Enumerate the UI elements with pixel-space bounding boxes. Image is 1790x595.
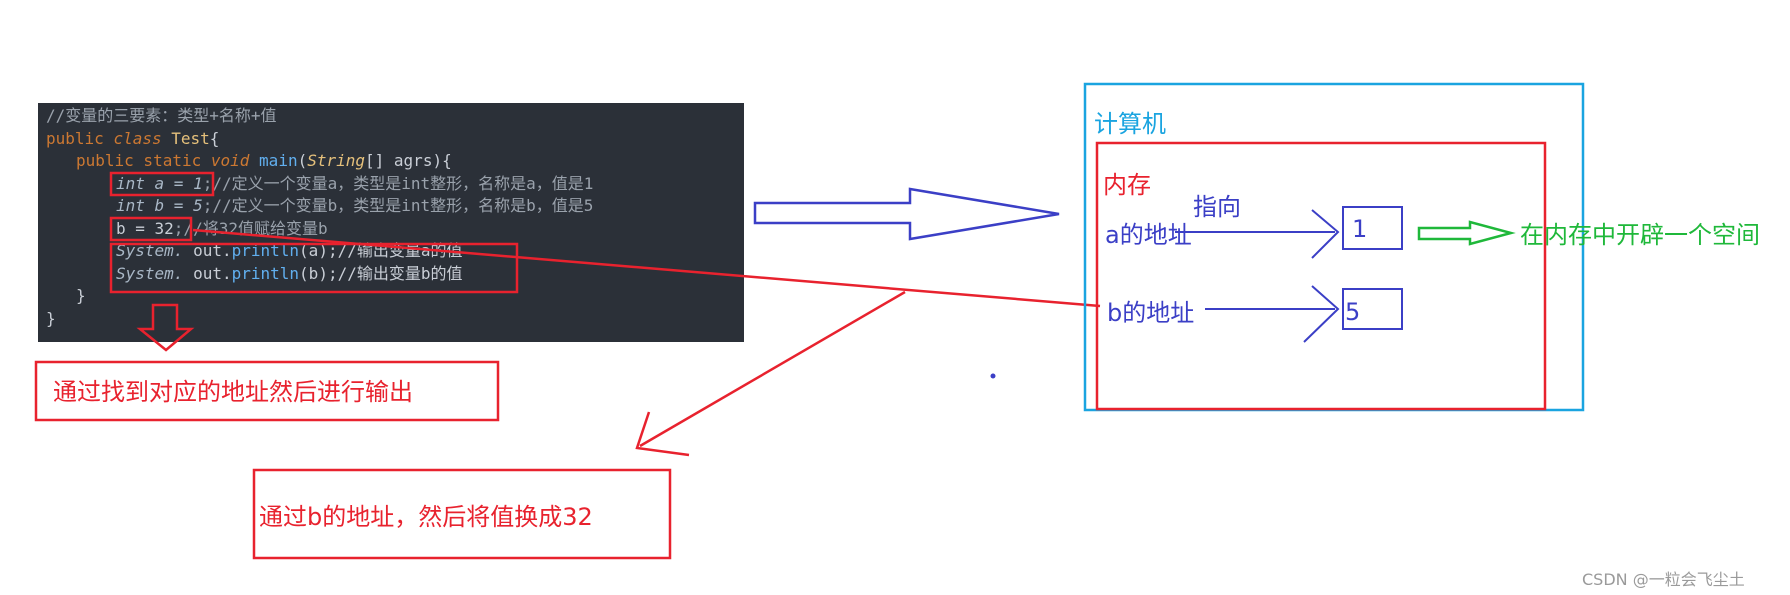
code-line-2: public class Test{	[46, 128, 219, 151]
value-a-text: 1	[1352, 215, 1368, 243]
assign-note-text: 通过b的地址，然后将值换成32	[259, 503, 593, 531]
watermark: CSDN @一粒会飞尘土	[1582, 570, 1745, 589]
code-line-4: int a = 1;//定义一个变量a，类型是int整形，名称是a，值是1	[116, 173, 593, 196]
right-arrow-icon	[753, 187, 1060, 241]
code-line-3: public static void main(String[] agrs){	[76, 151, 452, 170]
address-b-label: b的地址	[1107, 299, 1195, 327]
code-class-name: Test	[171, 129, 210, 148]
arrowhead-icon	[635, 411, 690, 457]
code-line-6: b = 32;//将32值赋给变量b	[116, 218, 328, 241]
pointer-a-head-icon	[1311, 209, 1340, 259]
code-line-10: }	[46, 308, 56, 331]
code-line-1: //变量的三要素：类型+名称+值	[46, 105, 277, 128]
code-comment: ;//定义一个变量b，类型是int整形，名称是b，值是5	[202, 196, 594, 215]
code-class-ref: System.	[116, 264, 184, 283]
output-note-text: 通过找到对应的地址然后进行输出	[53, 378, 413, 406]
pointer-line	[639, 290, 906, 448]
assign-note-box	[252, 468, 672, 560]
value-a-cell	[1342, 206, 1403, 250]
highlight-int-a	[109, 171, 215, 197]
code-line-9: }	[76, 285, 86, 308]
code-keyword: class	[113, 129, 162, 148]
memory-label: 内存	[1103, 171, 1151, 199]
green-arrow-icon	[1417, 220, 1516, 246]
code-line-7: System. out.println(a);//输出变量a的值	[116, 240, 462, 263]
code-statement: b = 32	[116, 219, 174, 238]
code-keyword: void	[210, 151, 250, 170]
code-statement: int b = 5	[116, 196, 203, 215]
code-comment: ;//定义一个变量a，类型是int整形，名称是a，值是1	[202, 174, 594, 193]
code-brace: {	[209, 129, 220, 148]
code-brace: }	[46, 309, 56, 328]
code-args: (b);//输出变量b的值	[299, 264, 463, 283]
code-line-5: int b = 5;//定义一个变量b，类型是int整形，名称是b，值是5	[116, 195, 593, 218]
highlight-b-assign	[109, 216, 193, 242]
code-line-8: System. out.println(b);//输出变量b的值	[116, 263, 462, 286]
pointer-b-head-icon	[1303, 285, 1340, 343]
value-b-text: 5	[1345, 298, 1361, 326]
code-method-name: println	[231, 264, 300, 283]
code-field: out.	[183, 241, 232, 260]
code-method-name: println	[231, 241, 300, 260]
code-comment: //变量的三要素：类型+名称+值	[46, 106, 277, 125]
dot-mark	[990, 373, 996, 379]
code-brace: }	[76, 286, 86, 305]
code-class-ref: System.	[116, 241, 184, 260]
code-keyword: public static	[76, 151, 202, 170]
code-type: String	[307, 151, 366, 170]
computer-label: 计算机	[1094, 110, 1166, 138]
code-comment: ;//将32值赋给变量b	[173, 219, 328, 238]
code-args: [] agrs){	[365, 151, 452, 170]
memory-space-note: 在内存中开辟一个空间	[1520, 221, 1760, 249]
link-line-to-b-address	[192, 228, 1101, 308]
address-a-label: a的地址	[1105, 221, 1192, 249]
code-args: (a);//输出变量a的值	[299, 241, 463, 260]
code-field: out.	[183, 264, 232, 283]
code-method-name: main	[259, 151, 298, 170]
down-arrow-icon	[136, 303, 195, 352]
code-keyword: public	[46, 129, 104, 148]
memory-box	[1095, 141, 1547, 411]
points-to-label: 指向	[1193, 193, 1241, 221]
code-statement: int a = 1	[116, 174, 203, 193]
output-note-box	[34, 360, 500, 422]
code-panel: //变量的三要素：类型+名称+值 public class Test{ publ…	[38, 103, 744, 342]
value-b-cell	[1342, 288, 1403, 330]
highlight-println	[109, 242, 519, 294]
